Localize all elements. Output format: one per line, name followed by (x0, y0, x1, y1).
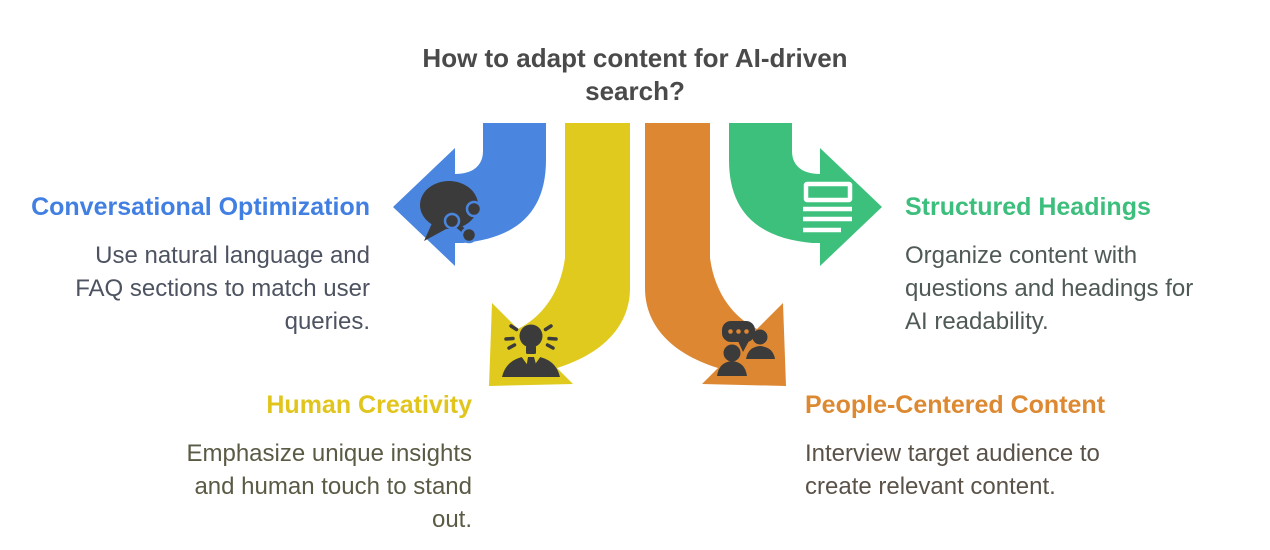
people-chat-icon (717, 321, 775, 376)
section-heading: Structured Headings (905, 193, 1151, 221)
creativity-arrow (489, 123, 630, 386)
section-heading: Conversational Optimization (31, 193, 370, 221)
section-structured-headings: Structured Headings Organize content wit… (905, 192, 1193, 338)
lightbulb-person-icon (502, 324, 560, 377)
structured-text-icon (803, 181, 853, 233)
section-description: Organize content with questions and head… (905, 242, 1194, 335)
chat-share-icon (420, 181, 483, 244)
section-description: Interview target audience to create rele… (805, 440, 1100, 500)
section-human-creativity: Human Creativity Emphasize unique insigh… (186, 390, 472, 536)
section-heading: People-Centered Content (805, 391, 1106, 419)
section-description: Use natural language and FAQ sections to… (75, 242, 370, 335)
section-conversational-optimization: Conversational Optimization Use natural … (31, 192, 370, 338)
section-description: Emphasize unique insights and human touc… (186, 440, 472, 533)
section-people-centered-content: People-Centered Content Interview target… (805, 390, 1105, 503)
people-arrow (645, 123, 786, 386)
section-heading: Human Creativity (266, 391, 472, 419)
page-title: How to adapt content for AI-driven searc… (422, 43, 848, 106)
